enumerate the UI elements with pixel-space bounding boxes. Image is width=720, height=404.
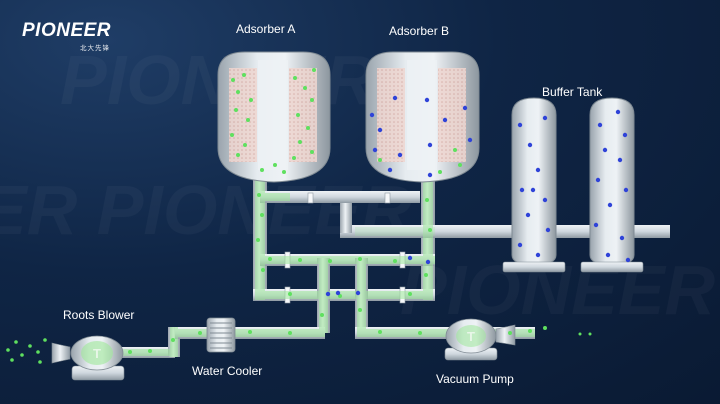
vacuum-pump-label: Vacuum Pump xyxy=(436,372,514,386)
adsorber-a-vessel xyxy=(217,51,331,183)
buffer-tank-right xyxy=(580,97,644,273)
water-cooler xyxy=(206,317,236,353)
logo-text: PIONEER xyxy=(22,20,112,41)
water-cooler-label: Water Cooler xyxy=(192,364,263,378)
pioneer-logo: PIONEER 北大先锋 xyxy=(22,20,112,52)
roots-blower: T xyxy=(51,335,125,381)
blue-particles xyxy=(325,95,631,297)
adsorber-a-label: Adsorber A xyxy=(236,22,296,36)
adsorber-b-label: Adsorber B xyxy=(389,24,450,38)
green-particles xyxy=(6,68,592,364)
adsorber-b-vessel xyxy=(365,51,480,183)
buffer-tank-left xyxy=(502,97,566,273)
logo-subtext: 北大先锋 xyxy=(80,45,110,52)
buffer-tank-label: Buffer Tank xyxy=(542,85,603,99)
roots-blower-label: Roots Blower xyxy=(63,308,135,322)
vacuum-pump: T xyxy=(444,318,516,361)
svg-text:T: T xyxy=(93,346,101,361)
svg-text:T: T xyxy=(467,329,475,344)
